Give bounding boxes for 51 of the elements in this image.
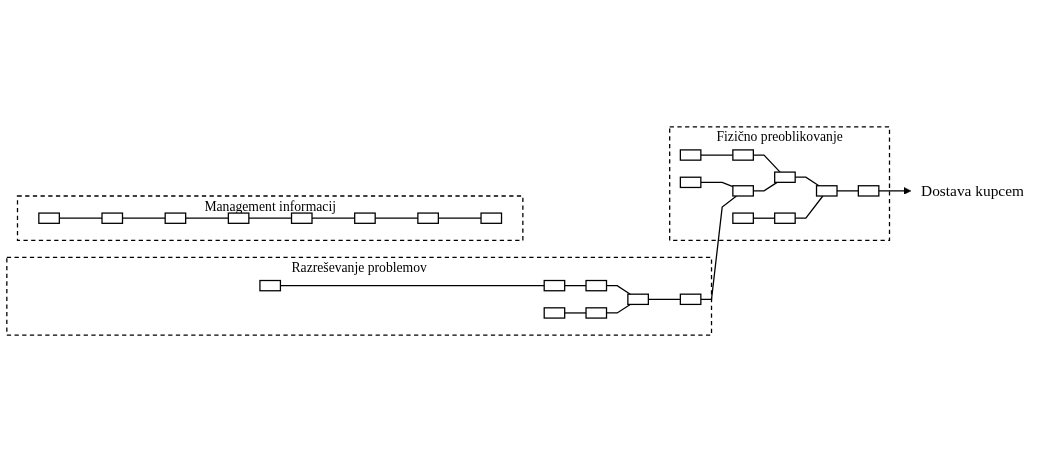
connector: [700, 195, 738, 300]
node-box: [38, 212, 60, 224]
connector: [752, 217, 776, 219]
node-box: [679, 293, 702, 306]
connector: [752, 154, 781, 173]
connector: [700, 154, 734, 156]
node-text: Dostava kupcem: [921, 181, 1024, 199]
connector: [121, 217, 166, 219]
connector: [564, 312, 587, 314]
node-box: [732, 149, 754, 161]
node-box: [290, 212, 313, 224]
connector: [279, 285, 545, 287]
connector: [311, 217, 356, 219]
connector: [605, 303, 631, 314]
node-box: [857, 185, 880, 197]
connector: [248, 217, 293, 219]
node-box: [585, 279, 608, 292]
connector: [437, 217, 482, 219]
node-box: [543, 307, 566, 319]
node-box: [354, 212, 376, 224]
cluster: Razreševanje problemov: [6, 256, 713, 336]
node-box: [732, 185, 754, 197]
connector: [605, 285, 631, 295]
arrow: [878, 187, 912, 195]
node-box: [543, 279, 566, 292]
connector: [700, 181, 734, 188]
node-box: [774, 171, 796, 183]
cluster: Management informacij: [16, 195, 524, 242]
connector: [564, 285, 587, 287]
node-box: [679, 149, 702, 161]
connector: [647, 298, 681, 300]
connector: [836, 190, 859, 192]
node-box: [417, 212, 439, 224]
node-box: [227, 212, 250, 224]
node-box: [679, 176, 702, 189]
connector: [185, 217, 229, 219]
node-box: [259, 279, 282, 292]
connector: [58, 217, 103, 219]
node-box: [815, 185, 838, 197]
node-box: [164, 212, 187, 224]
connector: [374, 217, 419, 219]
node-box: [101, 212, 124, 224]
node-box: [774, 212, 796, 224]
node-box: [627, 293, 649, 306]
connector: [794, 176, 820, 187]
connector: [794, 195, 824, 219]
cluster: Fizično preoblikovanje: [669, 126, 891, 242]
node-box: [732, 212, 754, 224]
node-box: [480, 212, 503, 224]
node-box: [585, 307, 608, 319]
connector: [752, 181, 778, 192]
